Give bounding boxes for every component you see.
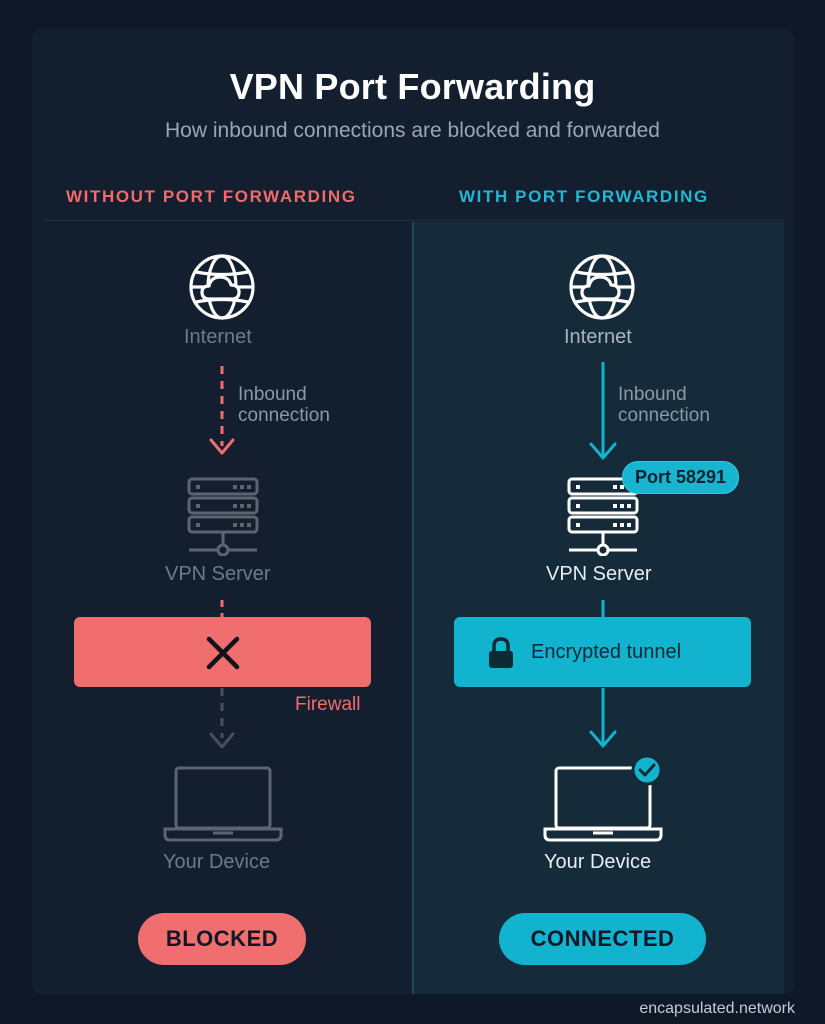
connected-status-badge: CONNECTED xyxy=(499,913,706,965)
watermark: encapsulated.network xyxy=(639,1000,795,1017)
right-inbound-label: Inbound connection xyxy=(618,384,710,426)
left-internet-label: Internet xyxy=(184,326,252,348)
firewall-label: Firewall xyxy=(295,694,361,715)
page-subtitle: How inbound connections are blocked and … xyxy=(165,119,660,142)
blocked-status-badge: BLOCKED xyxy=(138,913,306,965)
left-inbound-line1: Inbound xyxy=(238,384,307,405)
left-inbound-line2: connection xyxy=(238,405,330,426)
tunnel-label: Encrypted tunnel xyxy=(531,641,682,663)
left-blocked-arrow xyxy=(209,688,235,749)
left-inbound-label: Inbound connection xyxy=(238,384,330,426)
laptop-icon xyxy=(543,766,663,842)
right-inbound-arrow xyxy=(589,362,617,460)
right-connected-arrow xyxy=(589,688,617,748)
left-device-label: Your Device xyxy=(163,851,271,873)
globe-cloud-icon xyxy=(189,254,255,320)
lock-icon xyxy=(489,637,513,668)
page-title: VPN Port Forwarding xyxy=(229,66,596,107)
left-inbound-arrow xyxy=(209,366,235,455)
server-rack-icon xyxy=(187,477,259,556)
x-icon xyxy=(206,636,240,670)
right-internet-label: Internet xyxy=(564,326,632,348)
header-divider xyxy=(44,220,784,221)
right-device-label: Your Device xyxy=(544,851,652,873)
right-inbound-line1: Inbound xyxy=(618,384,687,405)
globe-cloud-icon xyxy=(569,254,635,320)
check-badge-icon xyxy=(631,754,663,786)
right-panel xyxy=(412,222,784,994)
right-inbound-line2: connection xyxy=(618,405,710,426)
laptop-icon xyxy=(163,766,283,842)
right-server-label: VPN Server xyxy=(546,563,652,585)
right-column-heading: WITH PORT FORWARDING xyxy=(459,187,709,206)
left-column-heading: WITHOUT PORT FORWARDING xyxy=(66,187,357,206)
port-badge: Port 58291 xyxy=(622,461,740,494)
left-server-label: VPN Server xyxy=(165,563,271,585)
